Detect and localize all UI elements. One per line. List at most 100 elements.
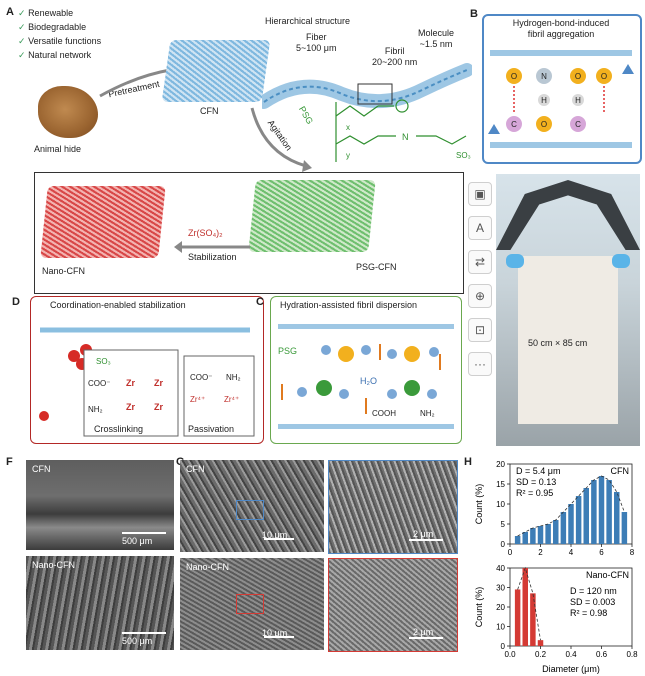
histogram-bar: [591, 480, 597, 544]
histogram-bar: [598, 476, 605, 544]
y-axis-label: Count (%): [474, 484, 484, 525]
agitation-arrow: [250, 107, 312, 172]
check-icon: ✓: [18, 8, 26, 18]
zr4-label: Zr⁴⁺: [224, 395, 239, 404]
atom-label: N: [541, 72, 547, 81]
fit-curve: [517, 475, 625, 537]
psg-cfn-label: PSG-CFN: [356, 262, 397, 272]
psg-label: PSG: [278, 346, 297, 356]
more-icon[interactable]: ···: [468, 352, 492, 376]
stat-annotation: R² = 0.98: [570, 608, 607, 618]
panel-label-c: C: [256, 296, 264, 308]
chem-x-label: x: [346, 123, 350, 132]
text-edit-icon[interactable]: A: [468, 216, 492, 240]
zr4-label: Zr⁴⁺: [190, 395, 205, 404]
atom-label: O: [575, 72, 581, 81]
sem-image-cfn-zoom: 2 μm: [328, 460, 458, 554]
stat-annotation: D = 120 nm: [570, 586, 617, 596]
stat-annotation: D = 5.4 μm: [516, 466, 560, 476]
panel-label-d: D: [12, 296, 20, 308]
histogram-bar: [545, 524, 551, 544]
zoom-region-box: [236, 594, 264, 614]
legend-label: Nano-CFN: [586, 570, 629, 580]
hydrogen-bond-diagram: O N O O H H C O C: [488, 50, 634, 148]
stabilization-label: Stabilization: [188, 252, 237, 262]
psg-chemical-structure: x y N SO₃: [335, 99, 471, 162]
chem-y-label: y: [346, 151, 350, 160]
chem-n-label: N: [402, 132, 409, 142]
histogram-bar: [514, 536, 521, 544]
feature-list: ✓ Renewable ✓ Biodegradable ✓ Versatile …: [18, 8, 101, 61]
scale-label: 500 μm: [122, 536, 153, 546]
histogram-bar: [537, 640, 544, 646]
building-roof: [496, 180, 640, 250]
y-tick-label: 15: [496, 480, 505, 489]
panel-label-b: B: [470, 8, 478, 20]
coo-label: COO⁻: [190, 373, 212, 382]
psg-cfn-mesh-image: [248, 180, 376, 252]
y-tick-label: 20: [496, 603, 505, 612]
histogram-bar: [583, 488, 589, 544]
panel-label-a: A: [6, 6, 14, 18]
atom-label: O: [601, 72, 607, 81]
animal-hide-label: Animal hide: [34, 144, 82, 154]
product-photo: 50 cm × 85 cm: [496, 174, 640, 446]
x-tick-label: 0: [508, 548, 513, 557]
atom-label: H: [541, 96, 547, 105]
panel-label-h: H: [464, 456, 472, 468]
cooh-label: COOH: [372, 409, 396, 418]
zr-salt-label: Zr(SO₄)₂: [188, 228, 223, 238]
atom-label: H: [575, 96, 581, 105]
crosslinking-label: Crosslinking: [94, 424, 143, 434]
atom-label: C: [575, 120, 581, 129]
h2o-label: H₂O: [360, 376, 377, 386]
x-tick-label: 0.4: [565, 650, 577, 659]
x-tick-label: 2: [538, 548, 543, 557]
scale-label: 500 μm: [122, 636, 153, 646]
stat-annotation: R² = 0.95: [516, 488, 553, 498]
zr-cluster-diagram: SO₃ COO⁻ NH₂ Zr Zr Zr Zr COO⁻ NH₂ Zr⁴⁺ Z…: [39, 327, 255, 437]
histogram-bar: [537, 526, 544, 544]
panel-c-title: Hydration-assisted fibril dispersion: [280, 300, 418, 310]
coo-label: COO⁻: [88, 379, 110, 388]
hydration-diagram: PSG H₂O COOH NH₂: [278, 324, 454, 429]
y-tick-label: 20: [496, 460, 505, 469]
scale-bar: [264, 636, 294, 638]
y-axis-label: Count (%): [474, 587, 484, 628]
histogram-bar: [614, 492, 620, 544]
stat-annotation: SD = 0.003: [570, 597, 615, 607]
histogram-bar: [530, 528, 536, 544]
histogram-bar: [560, 512, 567, 544]
nh2-label: NH₂: [88, 405, 103, 414]
atom-label: O: [541, 120, 547, 129]
panel-b-frame: [482, 14, 642, 164]
scale-bar: [122, 532, 166, 534]
x-tick-label: 8: [630, 548, 635, 557]
y-tick-label: 0: [501, 540, 506, 549]
feature-item: ✓ Renewable: [18, 8, 74, 18]
crop-icon[interactable]: ⊡: [468, 318, 492, 342]
sem-image-cfn-cross-section: CFN 500 μm: [26, 460, 174, 550]
panel-d-frame: [30, 296, 264, 444]
y-tick-label: 0: [501, 642, 506, 651]
y-tick-label: 10: [496, 623, 505, 632]
zr-label: Zr: [126, 378, 135, 388]
zoom-region-box: [236, 500, 264, 520]
sem-image-nano-cfn-zoom: 2 μm: [328, 558, 458, 652]
panel-c-frame: [270, 296, 462, 444]
zoom-icon[interactable]: ⊕: [468, 284, 492, 308]
stat-annotation: SD = 0.13: [516, 477, 556, 487]
histogram-bar: [568, 504, 574, 544]
x-axis-label: Diameter (μm): [542, 664, 600, 674]
image-edit-icon[interactable]: ▣: [468, 182, 492, 206]
histogram-bar: [606, 480, 612, 544]
transform-icon[interactable]: ⇄: [468, 250, 492, 274]
scale-label: 10 μm: [262, 628, 288, 638]
scale-label: 2 μm: [413, 529, 434, 539]
scale-bar: [264, 538, 294, 540]
